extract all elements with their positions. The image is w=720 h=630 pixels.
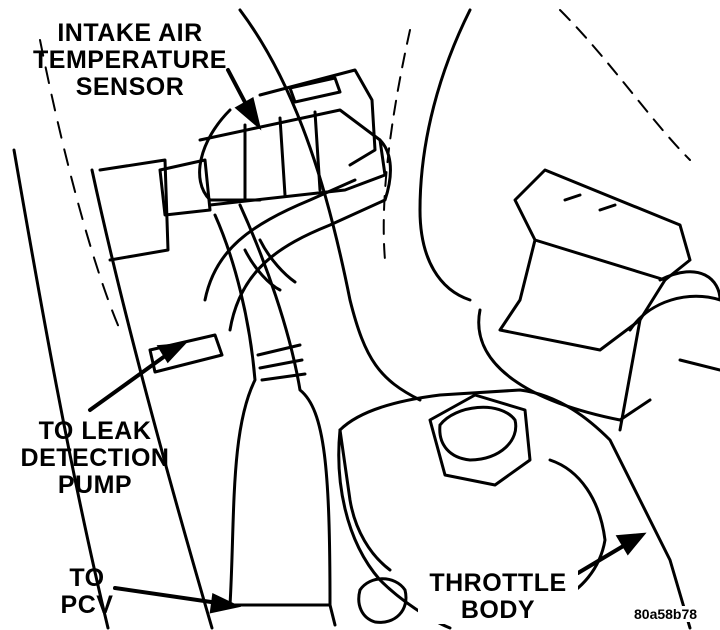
throttle-bore [338, 428, 392, 572]
label-line: BODY [460, 596, 536, 624]
air-duct-outer-curve [238, 8, 422, 402]
throttle-bolt-head [438, 405, 518, 462]
sensor-arrow-shaft [226, 68, 250, 110]
leak-nipple [148, 333, 224, 374]
leak-arrow-shaft [88, 354, 167, 412]
manifold-dashed-edge [39, 39, 121, 331]
throttle-boss [357, 577, 408, 624]
tps-connector [513, 168, 692, 282]
sensor-connector-tab [288, 76, 342, 104]
sensor-body [198, 108, 387, 207]
leak-hose-right [228, 138, 392, 332]
sensor-grommet [158, 158, 212, 217]
right-edge-lines [618, 318, 720, 432]
tps-housing [477, 308, 652, 422]
sensor-arrow-head [234, 96, 262, 131]
pcv-hose-left [213, 213, 257, 607]
label-line: PUMP [57, 471, 133, 499]
label-throttle-body: THROTTLE BODY [418, 570, 578, 624]
label-to-pcv: TO PCV [52, 565, 122, 619]
leak-hose-clamp [243, 238, 297, 292]
manifold-left-edge [12, 148, 110, 630]
label-line: TO [69, 564, 105, 592]
label-to-leak-detection-pump: TO LEAK DETECTION PUMP [10, 418, 180, 499]
leak-hose-left [203, 178, 357, 302]
throttle-flange [548, 458, 607, 602]
pcv-arrow-head [209, 593, 242, 614]
label-line: SENSOR [75, 73, 185, 101]
pcv-hose-ribs [256, 343, 307, 382]
figure-code: 80a58b78 [634, 606, 698, 622]
sensor-ribs [243, 110, 322, 202]
label-line: TEMPERATURE [33, 46, 227, 74]
throttle-bolt-hex [428, 393, 532, 487]
throttle-arrow-shaft [576, 543, 627, 575]
manifold-inner-edge [90, 168, 214, 630]
label-line: TO LEAK [38, 417, 152, 445]
sensor-connector [258, 68, 377, 167]
tps-connector-body [498, 238, 667, 352]
label-line: INTAKE AIR [57, 19, 203, 47]
label-line: DETECTION [20, 444, 170, 472]
label-line: PCV [60, 591, 114, 619]
tps-pins [563, 193, 617, 212]
leak-arrow-head [156, 342, 188, 364]
pcv-hose-base [228, 603, 337, 627]
sensor-mount [98, 158, 170, 262]
pcv-hose-right [238, 203, 332, 607]
label-line: THROTTLE [429, 569, 567, 597]
duct-dashed-line-2 [382, 29, 411, 261]
right-dome [628, 270, 720, 332]
duct-dashed-line [559, 9, 691, 161]
pcv-arrow-shaft [113, 586, 220, 605]
label-intake-air-temperature-sensor: INTAKE AIR TEMPERATURE SENSOR [30, 20, 230, 101]
air-duct-inner-curve [418, 8, 472, 302]
throttle-body-outline [338, 388, 692, 630]
throttle-arrow-head [615, 532, 647, 556]
